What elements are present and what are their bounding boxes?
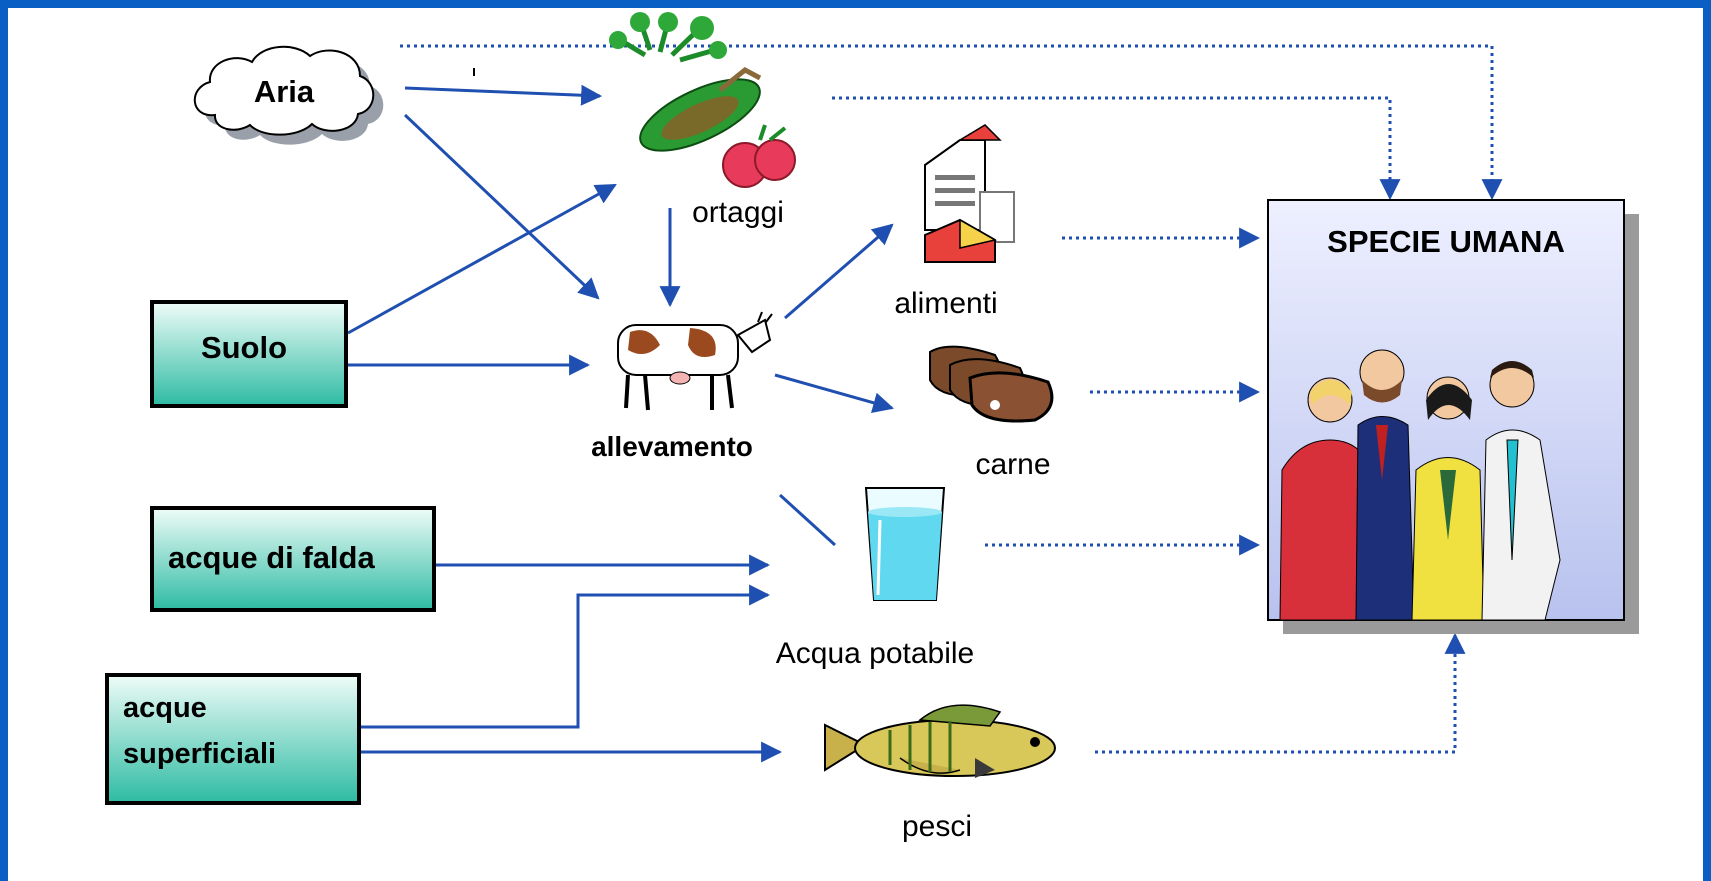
people-group-icon: [1279, 349, 1561, 621]
source-suolo: Suolo: [150, 300, 348, 408]
source-aria: Aria: [193, 45, 384, 145]
cloud-shape: [193, 45, 375, 136]
dotted-ortaggi-human: [832, 96, 1401, 201]
source-falda: acque di falda: [150, 506, 436, 612]
arrow-allevamento-carne: [774, 373, 895, 413]
label-allevamento: allevamento: [591, 431, 753, 462]
label-falda: acque di falda: [168, 540, 375, 575]
dairy-products-icon: [924, 124, 1015, 263]
line-allevamento-acqua: [778, 493, 837, 547]
arrow-aria-allevamento: [403, 113, 600, 300]
label-specie-umana: SPECIE UMANA: [1327, 224, 1565, 259]
label-carne: carne: [975, 448, 1050, 481]
solid-arrows: [347, 84, 895, 763]
meat-steaks-icon: [929, 345, 1054, 423]
label-aria: Aria: [254, 74, 315, 109]
suolo-box: [150, 300, 348, 408]
falda-box: [150, 506, 436, 612]
label-alimenti: alimenti: [894, 287, 997, 320]
label-suolo: Suolo: [201, 330, 287, 365]
label-acqua: Acqua potabile: [776, 637, 975, 670]
arrow-aria-ortaggi: [404, 84, 603, 106]
label-ortaggi: ortaggi: [692, 196, 784, 229]
arrow-suolo-ortaggi: [347, 183, 617, 335]
dotted-pesci-human: [1095, 632, 1466, 754]
label-superficiali-line1: acque: [123, 692, 207, 724]
vegetables-icon: [609, 12, 796, 188]
dotted-aria-human: [400, 44, 1503, 201]
label-superficiali-line2: superficiali: [123, 738, 276, 770]
arrow-superficiali-acqua: [360, 584, 771, 729]
target-specie-umana: SPECIE UMANA: [1267, 199, 1639, 634]
cow-icon: [617, 311, 773, 411]
source-superficiali: acque superficiali: [105, 673, 361, 805]
superficiali-box: [105, 673, 361, 805]
label-pesci: pesci: [902, 810, 972, 843]
dotted-arrows: [400, 44, 1503, 754]
arrow-allevamento-alimenti: [784, 223, 894, 320]
fish-icon: [824, 704, 1056, 778]
water-glass-icon: [864, 487, 946, 601]
